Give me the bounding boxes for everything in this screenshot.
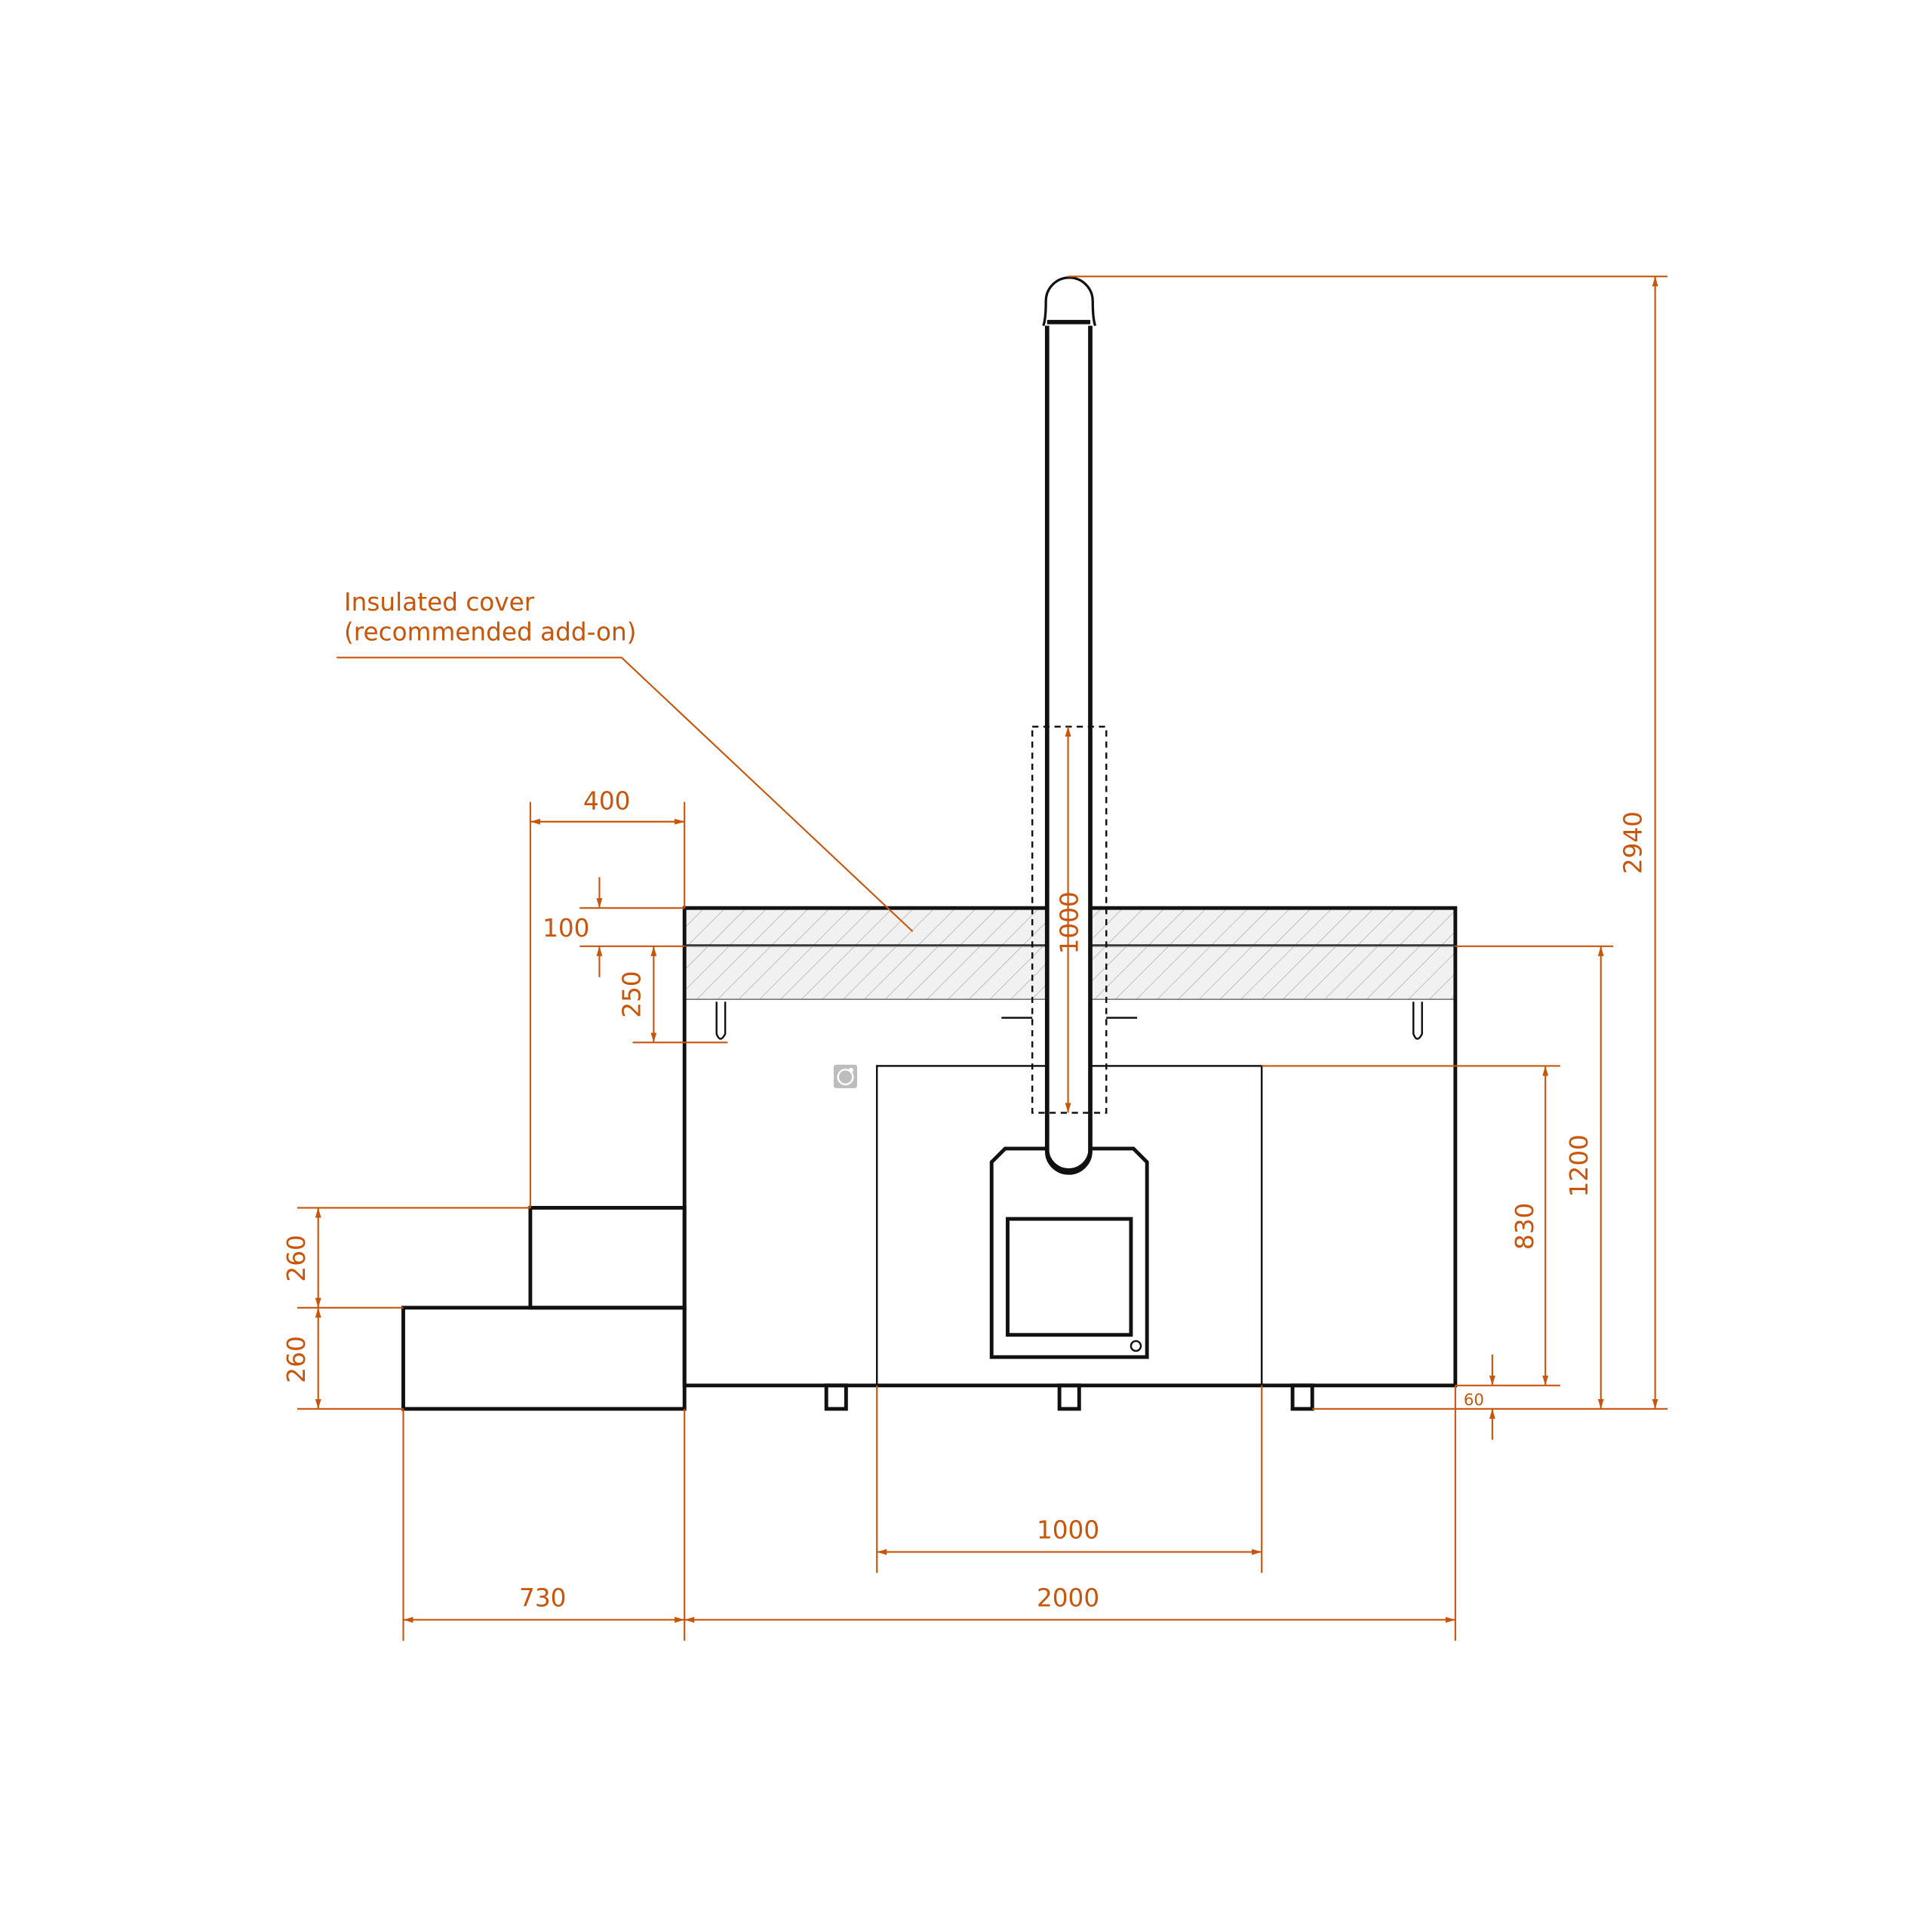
dim-label-tub-width: 2000 — [1037, 1583, 1099, 1612]
stove-knob — [1130, 1340, 1142, 1352]
dim-label-foot-height: 60 — [1464, 1391, 1484, 1410]
dim-label-rim-to-hook: 250 — [617, 971, 646, 1017]
dim-label-tub-height: 1200 — [1565, 1134, 1594, 1197]
dim-label-cover-thickness: 100 — [542, 914, 589, 943]
cover-leader-line — [337, 657, 914, 933]
dim-label-total-height: 2940 — [1619, 811, 1648, 874]
upper-step — [528, 1205, 687, 1310]
dim-label-steps-width: 730 — [519, 1583, 566, 1612]
dim-label-stove-surround-height: 830 — [1511, 1203, 1539, 1250]
hook-right — [1412, 1001, 1423, 1040]
foot — [1057, 1383, 1081, 1411]
dim-label-upper-step-height: 260 — [282, 1235, 311, 1281]
foot — [824, 1383, 848, 1411]
dim-label-stove-surround-width: 1000 — [1037, 1515, 1099, 1544]
foot — [1290, 1383, 1314, 1411]
stove-body — [989, 1146, 1149, 1359]
cover-label-line2: (recommended add-on) — [344, 617, 636, 646]
chimney-cap-icon — [1042, 276, 1097, 327]
cover-label-line1: Insulated cover — [344, 588, 535, 617]
dim-label-lower-step-height: 260 — [282, 1336, 311, 1383]
lower-step — [401, 1306, 687, 1411]
dim-label-step-depth: 400 — [583, 786, 630, 815]
stove-window — [1006, 1217, 1133, 1337]
brand-logo-icon — [834, 1064, 858, 1088]
hook-left — [715, 1001, 727, 1040]
dim-label-chimney-section: 1000 — [1056, 891, 1084, 954]
